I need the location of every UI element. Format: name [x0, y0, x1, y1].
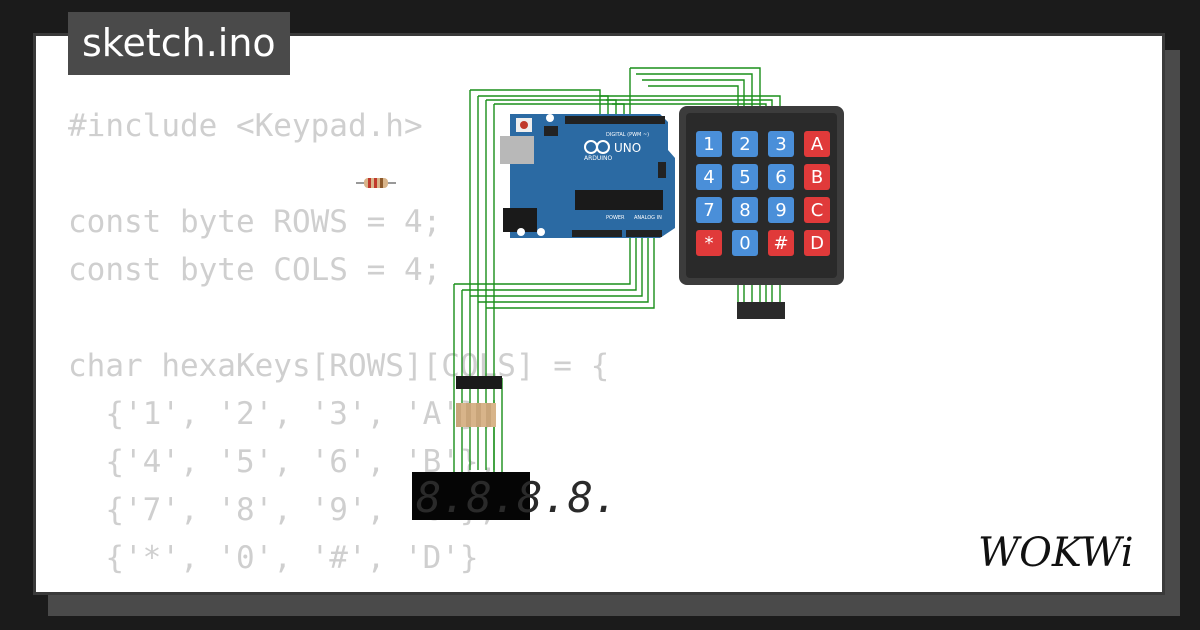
key-label: 4 — [703, 167, 714, 188]
key-label: 1 — [703, 134, 714, 155]
analog-pins-label: ANALOG IN — [634, 215, 662, 221]
key-6[interactable]: 6 — [768, 164, 794, 190]
code-line: {'4', '5', '6', 'B'}, — [68, 444, 498, 480]
arduino-infinity-icon — [584, 140, 610, 154]
code-line: }; — [68, 582, 609, 592]
keypad-connector — [737, 302, 785, 319]
code-line: #include <Keypad.h> — [68, 108, 423, 144]
shift-register-chip — [456, 376, 502, 389]
resistor — [486, 403, 491, 427]
key-2[interactable]: 2 — [732, 131, 758, 157]
arduino-uno-board[interactable]: UNO ARDUINO DIGITAL (PWM ~) POWER ANALOG… — [500, 114, 675, 238]
key-label: D — [810, 233, 824, 254]
wires — [453, 67, 781, 472]
key-B[interactable]: B — [804, 164, 830, 190]
key-label: 6 — [775, 167, 786, 188]
code-line: {'*', '0', '#', 'D'} — [68, 540, 479, 576]
power-pins-label: POWER — [606, 215, 625, 221]
resistor — [456, 403, 461, 427]
code-line: const byte COLS = 4; — [68, 252, 442, 288]
wire — [478, 236, 649, 303]
key-A[interactable]: A — [804, 131, 830, 157]
key-label: * — [705, 233, 714, 254]
key-1[interactable]: 1 — [696, 131, 722, 157]
key-label: 3 — [775, 134, 786, 155]
resistor — [471, 403, 476, 427]
wire — [470, 89, 601, 116]
wire — [486, 236, 655, 309]
key-label: 7 — [703, 200, 714, 221]
key-label: # — [773, 233, 788, 254]
key-label: 5 — [739, 167, 750, 188]
key-D[interactable]: D — [804, 230, 830, 256]
code-line: const byte ROWS = 4; — [68, 204, 442, 240]
sketch-tab[interactable]: sketch.ino — [68, 12, 290, 75]
resistor — [476, 403, 481, 427]
resistor-single — [356, 178, 396, 188]
resistor — [491, 403, 496, 427]
usb-port-icon — [500, 136, 534, 164]
key-label: 0 — [739, 233, 750, 254]
wire — [454, 236, 631, 285]
key-*[interactable]: * — [696, 230, 722, 256]
arduino-brand-label: ARDUINO — [584, 155, 613, 162]
power-jack-icon — [503, 208, 537, 232]
wire — [470, 236, 643, 297]
resistor — [466, 403, 471, 427]
seven-segment-digits: 8.8.8.8. — [416, 473, 618, 522]
wire — [486, 99, 617, 116]
wire — [478, 95, 609, 116]
resistor — [481, 403, 486, 427]
key-label: 9 — [775, 200, 786, 221]
key-C[interactable]: C — [804, 197, 830, 223]
key-7[interactable]: 7 — [696, 197, 722, 223]
key-0[interactable]: 0 — [732, 230, 758, 256]
key-label: 2 — [739, 134, 750, 155]
key-label: B — [811, 167, 823, 188]
wokwi-logo: WOKWi — [978, 530, 1134, 576]
key-label: 8 — [739, 200, 750, 221]
key-3[interactable]: 3 — [768, 131, 794, 157]
resistor — [461, 403, 466, 427]
resistor-array — [456, 403, 496, 427]
svg-text:WOKWi: WOKWi — [978, 530, 1134, 576]
seven-segment-display[interactable]: 8.8.8.8. — [412, 472, 618, 522]
key-4[interactable]: 4 — [696, 164, 722, 190]
keypad-4x4[interactable]: 1 2 3 A 4 5 6 B 7 8 9 C * 0 # D — [679, 106, 844, 319]
key-label: A — [811, 134, 824, 155]
arduino-model-label: UNO — [614, 141, 641, 155]
key-9[interactable]: 9 — [768, 197, 794, 223]
digital-pins-label: DIGITAL (PWM ~) — [606, 132, 649, 138]
key-8[interactable]: 8 — [732, 197, 758, 223]
wire — [462, 236, 637, 291]
key-5[interactable]: 5 — [732, 164, 758, 190]
key-#[interactable]: # — [768, 230, 794, 256]
key-label: C — [811, 200, 824, 221]
